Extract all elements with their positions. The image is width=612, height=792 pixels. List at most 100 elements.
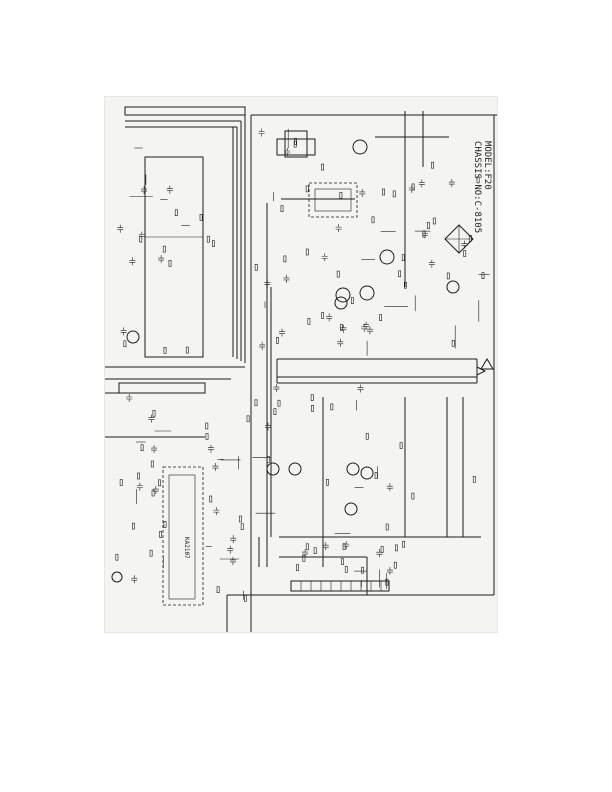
resistor-mark xyxy=(273,408,277,415)
resistor-mark xyxy=(472,475,476,483)
capacitor-mark xyxy=(230,535,237,544)
resistor-mark xyxy=(411,183,415,191)
resistor-mark xyxy=(379,314,383,321)
resistor-mark xyxy=(205,422,209,430)
capacitor-mark xyxy=(461,240,468,249)
resistor-mark xyxy=(149,549,153,557)
capacitor-mark xyxy=(227,545,234,554)
resistor-mark xyxy=(394,544,398,552)
resistor-mark xyxy=(254,399,258,407)
capacitor-mark xyxy=(213,507,220,516)
resistor-mark xyxy=(326,478,329,486)
capacitor-mark xyxy=(148,414,155,423)
capacitor-mark xyxy=(273,384,280,393)
resistor-mark xyxy=(283,255,287,263)
model-title: MODEL:F20 xyxy=(482,141,492,190)
capacitor-mark xyxy=(359,188,366,197)
capacitor-mark xyxy=(141,186,148,195)
resistor-mark xyxy=(341,558,344,565)
resistor-mark xyxy=(199,214,203,221)
left-bus-wires xyxy=(105,114,246,438)
power-rail-band xyxy=(276,358,487,384)
resistor-mark xyxy=(163,521,167,528)
capacitor-mark xyxy=(158,255,165,264)
capacitor-mark xyxy=(321,253,328,262)
bridge-rectifier xyxy=(444,224,474,254)
bottom-connector xyxy=(290,580,390,592)
schematic-drawing: KA2107 MODEL:F20 CHASSIS NO:C-8105 xyxy=(105,106,497,632)
resistor-mark xyxy=(139,235,143,243)
resistor-mark xyxy=(131,522,135,530)
capacitor-mark xyxy=(337,338,344,347)
resistor-mark xyxy=(293,140,297,148)
resistor-mark xyxy=(351,297,354,304)
resistor-mark xyxy=(385,523,389,531)
capacitor-mark xyxy=(264,279,271,288)
resistor-mark xyxy=(302,555,306,562)
capacitor-mark xyxy=(284,147,291,156)
resistor-mark xyxy=(361,566,364,574)
resistor-mark xyxy=(382,188,385,196)
resistor-mark xyxy=(385,578,389,586)
resistor-mark xyxy=(399,442,403,449)
resistor-mark xyxy=(481,272,485,279)
resistor-mark xyxy=(393,561,397,569)
resistor-mark xyxy=(330,403,334,411)
resistor-mark xyxy=(174,209,178,216)
capacitor-mark xyxy=(343,541,350,550)
capacitor-mark xyxy=(229,556,236,565)
resistor-mark xyxy=(342,543,346,551)
capacitor-mark xyxy=(279,328,286,337)
top-left-connectors xyxy=(118,106,316,394)
main-ic-block xyxy=(144,156,204,358)
transistor-symbols xyxy=(111,139,460,583)
resistor-mark xyxy=(168,260,172,267)
capacitor-mark xyxy=(418,179,425,188)
resistor-mark xyxy=(344,565,348,573)
resistor-mark xyxy=(392,190,396,198)
resistor-mark xyxy=(205,433,209,440)
resistor-mark xyxy=(276,337,279,344)
capacitor-mark xyxy=(265,422,272,431)
ic-label-ka2107: KA2107 xyxy=(183,537,190,559)
capacitor-mark xyxy=(361,323,368,332)
lower-left-ic: KA2107 xyxy=(162,466,204,606)
capacitor-mark xyxy=(136,482,143,491)
resistor-mark xyxy=(365,432,369,440)
resistor-mark xyxy=(432,217,436,225)
resistor-mark xyxy=(216,586,220,594)
resistor-mark xyxy=(212,240,215,247)
resistor-mark xyxy=(137,472,140,480)
resistor-mark xyxy=(152,409,156,417)
capacitor-mark xyxy=(166,185,173,194)
capacitor-mark xyxy=(207,444,214,453)
resistor-mark xyxy=(246,415,250,423)
resistor-mark xyxy=(374,472,378,479)
resistor-mark xyxy=(398,270,402,278)
capacitor-mark xyxy=(258,128,265,137)
resistor-mark xyxy=(313,547,317,555)
capacitor-mark xyxy=(386,567,393,576)
resistor-mark xyxy=(240,523,244,531)
capacitor-mark xyxy=(340,324,347,333)
capacitor-mark xyxy=(129,257,136,266)
resistor-mark xyxy=(158,479,161,487)
capacitor-mark xyxy=(117,224,124,233)
resistor-mark xyxy=(296,564,299,571)
resistor-mark xyxy=(431,161,434,169)
resistor-mark xyxy=(151,489,155,497)
resistor-mark xyxy=(119,479,123,486)
resistor-mark xyxy=(321,163,324,171)
title-block: MODEL:F20 CHASSIS NO:C-8105 xyxy=(472,141,492,233)
capacitor-mark xyxy=(428,259,435,268)
capacitor-mark xyxy=(131,575,138,584)
capacitor-mark xyxy=(376,549,383,558)
resistor-mark xyxy=(339,192,343,199)
resistor-mark xyxy=(463,250,467,257)
resistor-mark xyxy=(280,205,284,212)
resistor-mark xyxy=(446,272,450,280)
resistor-mark xyxy=(402,540,406,548)
resistor-mark xyxy=(380,546,384,553)
capacitor-mark xyxy=(357,384,364,393)
resistor-mark xyxy=(294,138,298,145)
